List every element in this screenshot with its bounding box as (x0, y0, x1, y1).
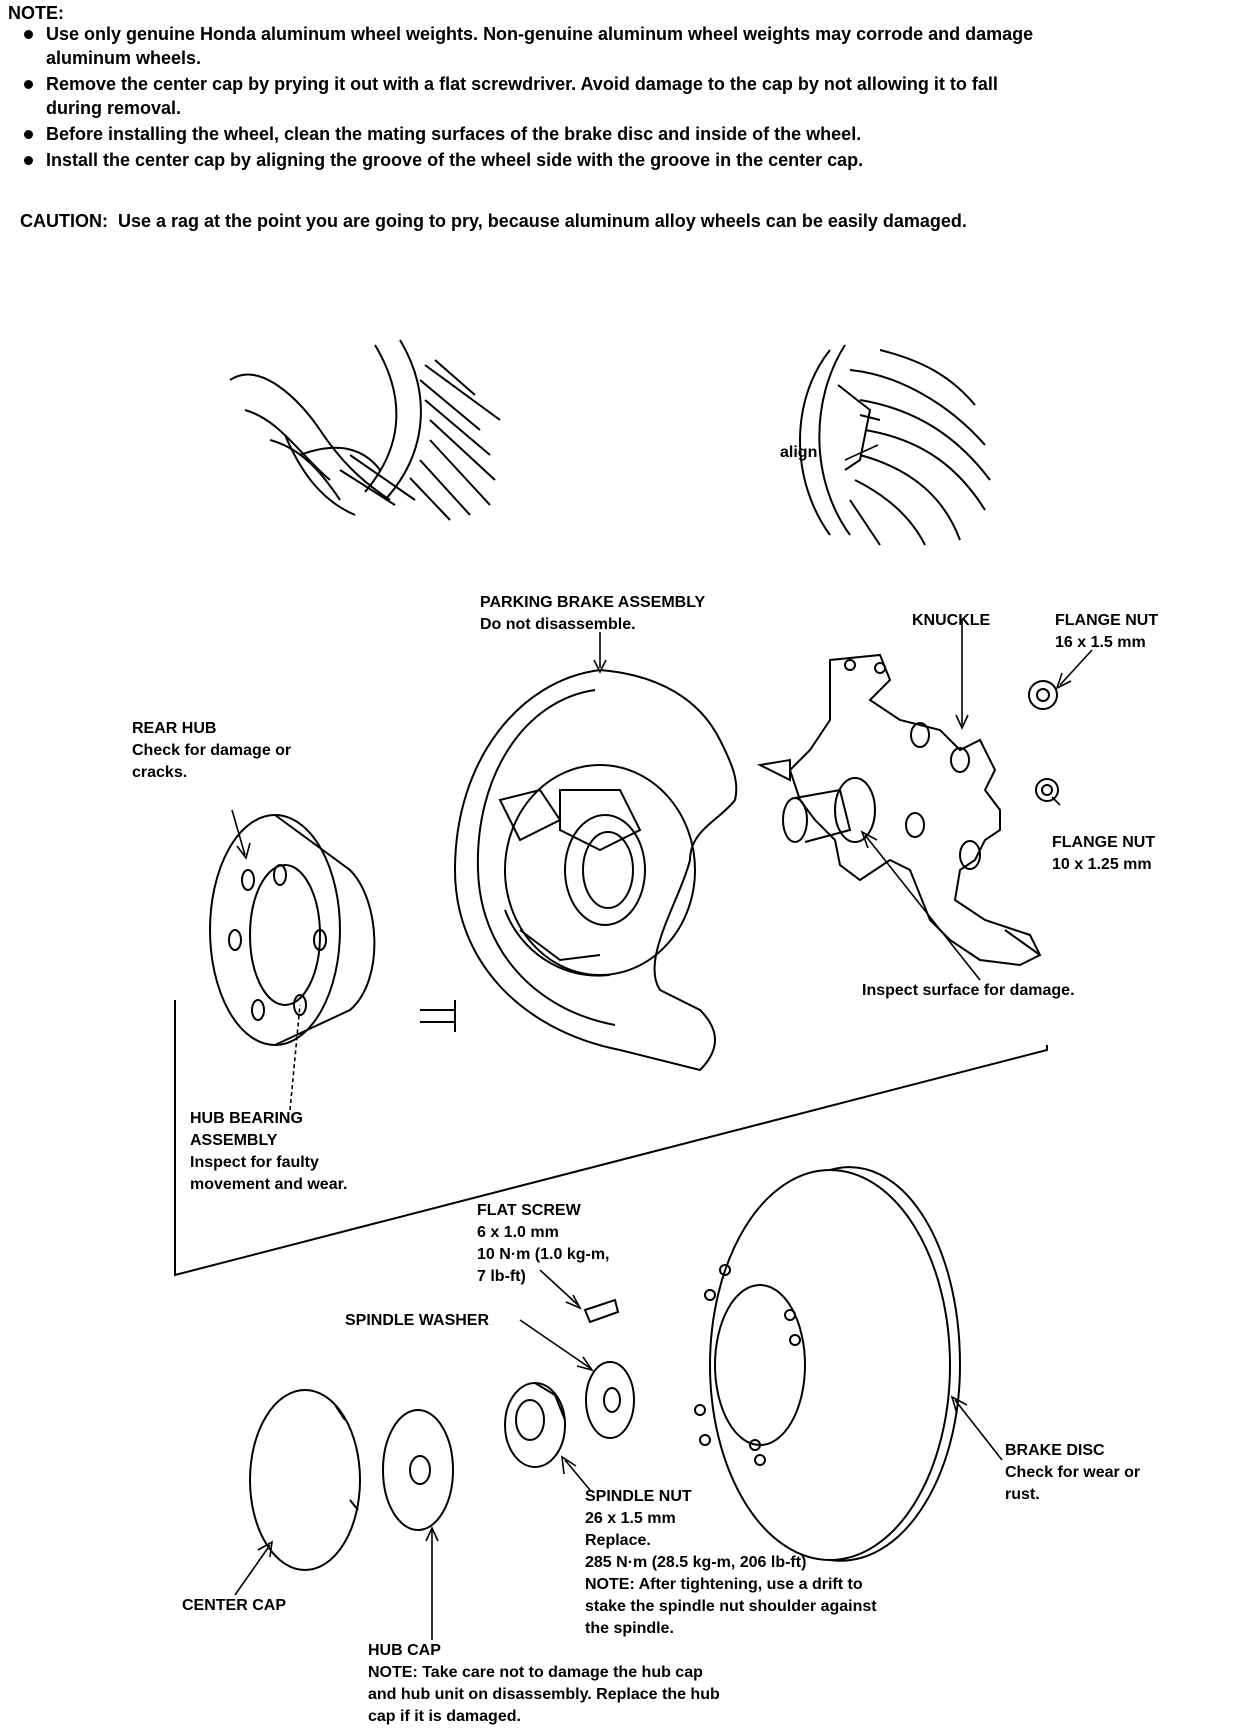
caution-text: CAUTION: Use a rag at the point you are … (20, 211, 967, 231)
hub-bearing-label-line: ASSEMBLY (190, 1132, 278, 1149)
wheel-pry-illustration (229, 339, 501, 521)
hub-cap-label: HUB CAP NOTE: Take care not to damage the… (368, 1640, 720, 1728)
bullet-dot-icon (24, 30, 33, 39)
bullet-dot-icon (24, 80, 33, 89)
parking-brake-label-line: PARKING BRAKE ASSEMBLY (480, 594, 706, 611)
brake-disc-label-line: BRAKE DISC (1005, 1442, 1105, 1459)
flat-screw-label: FLAT SCREW 6 x 1.0 mm 10 N·m (1.0 kg-m, 7 l… (477, 1200, 609, 1288)
flat-screw-label-line: FLAT SCREW (477, 1202, 581, 1219)
hub-bearing-label-line: HUB BEARING (190, 1110, 303, 1127)
hub-bearing-label-line: movement and wear. (190, 1176, 348, 1193)
spindle-washer-part (585, 1361, 635, 1439)
parking-brake-assembly-part (453, 668, 738, 1072)
inspect-surface-label-line: Inspect surface for damage. (862, 982, 1075, 999)
hub-cap-label-line: HUB CAP (368, 1642, 441, 1659)
spindle-washer-label: SPINDLE WASHER (345, 1310, 489, 1332)
flange-nut-10-part (1035, 778, 1059, 802)
note-bullet-text: aluminum wheels. (46, 48, 202, 68)
rear-hub-label-line: Check for damage or (132, 742, 292, 759)
flat-screw-label-line: 7 lb-ft) (477, 1268, 526, 1285)
flange-nut-16-part (1028, 680, 1058, 710)
brake-disc-label: BRAKE DISC Check for wear or rust. (1005, 1440, 1140, 1506)
flat-screw-label-line: 6 x 1.0 mm (477, 1224, 559, 1241)
spindle-washer-label-line: SPINDLE WASHER (345, 1312, 490, 1329)
assembly-plane-outline (174, 1000, 1048, 1277)
hub-cap-label-line: and hub unit on disassembly. Replace the… (368, 1686, 720, 1703)
center-cap-label-line: CENTER CAP (182, 1597, 287, 1614)
flange-nut-16-label-line: FLANGE NUT (1055, 612, 1159, 629)
note-heading: NOTE: (8, 3, 64, 23)
bullet-dot-icon (24, 156, 33, 165)
rear-hub-label: REAR HUB Check for damage or cracks. (132, 718, 291, 784)
leader-lines (231, 444, 1093, 1640)
flange-nut-10-label: FLANGE NUT 10 x 1.25 mm (1052, 832, 1155, 876)
note-bullet-text: Remove the center cap by prying it out w… (46, 74, 998, 94)
hub-bearing-label: HUB BEARING ASSEMBLY Inspect for faulty mov… (190, 1108, 347, 1196)
note-bullet-text: Install the center cap by aligning the g… (46, 150, 864, 170)
brake-disc-label-line: Check for wear or (1005, 1464, 1141, 1481)
spindle-nut-label-line: Replace. (585, 1532, 651, 1549)
wheel-align-illustration (799, 344, 991, 546)
note-bullet-text: Before installing the wheel, clean the m… (46, 124, 862, 144)
hub-cap-label-line: NOTE: Take care not to damage the hub ca… (368, 1664, 703, 1681)
hub-bearing-label-line: Inspect for faulty (190, 1154, 319, 1171)
parking-brake-label: PARKING BRAKE ASSEMBLY Do not disassemble… (480, 592, 705, 636)
spindle-nut-label-line: the spindle. (585, 1620, 674, 1637)
note-bullet-text: Use only genuine Honda aluminum wheel we… (46, 24, 1034, 44)
flange-nut-10-label-line: 10 x 1.25 mm (1052, 856, 1152, 873)
flange-nut-10-label-line: FLANGE NUT (1052, 834, 1156, 851)
hub-cap-label-line: cap if it is damaged. (368, 1708, 521, 1725)
spindle-nut-label-line: NOTE: After tightening, use a drift to (585, 1576, 863, 1593)
bullet-dot-icon (24, 130, 33, 139)
align-label: align (780, 444, 817, 461)
rear-hub-label-line: cracks. (132, 764, 188, 781)
brake-disc-label-line: rust. (1005, 1486, 1040, 1503)
spindle-nut-label-line: SPINDLE NUT (585, 1488, 692, 1505)
knuckle-label: KNUCKLE (912, 610, 990, 632)
hub-cap-part (382, 1409, 454, 1531)
flat-screw-part (583, 1298, 620, 1324)
flange-nut-16-label: FLANGE NUT 16 x 1.5 mm (1055, 610, 1158, 654)
center-cap-label: CENTER CAP (182, 1595, 286, 1617)
spindle-nut-label-line: stake the spindle nut shoulder against (585, 1598, 877, 1615)
center-cap-part (249, 1389, 361, 1571)
flat-screw-label-line: 10 N·m (1.0 kg-m, (477, 1246, 610, 1263)
spindle-nut-label-line: 26 x 1.5 mm (585, 1510, 676, 1527)
note-bullet-text: during removal. (46, 98, 182, 118)
brake-disc-part (694, 1166, 962, 1562)
rear-hub-part (209, 814, 456, 1046)
knuckle-label-line: KNUCKLE (912, 612, 991, 629)
spindle-nut-part (504, 1382, 566, 1468)
parking-brake-label-line: Do not disassemble. (480, 616, 636, 633)
rear-hub-label-line: REAR HUB (132, 720, 217, 737)
spindle-nut-label-line: 285 N·m (28.5 kg-m, 206 lb-ft) (585, 1554, 807, 1571)
knuckle-part (756, 653, 1042, 967)
spindle-nut-label: SPINDLE NUT 26 x 1.5 mm Replace. 285 N·m (2… (585, 1486, 877, 1640)
inspect-surface-label: Inspect surface for damage. (862, 980, 1075, 1002)
flange-nut-16-label-line: 16 x 1.5 mm (1055, 634, 1146, 651)
